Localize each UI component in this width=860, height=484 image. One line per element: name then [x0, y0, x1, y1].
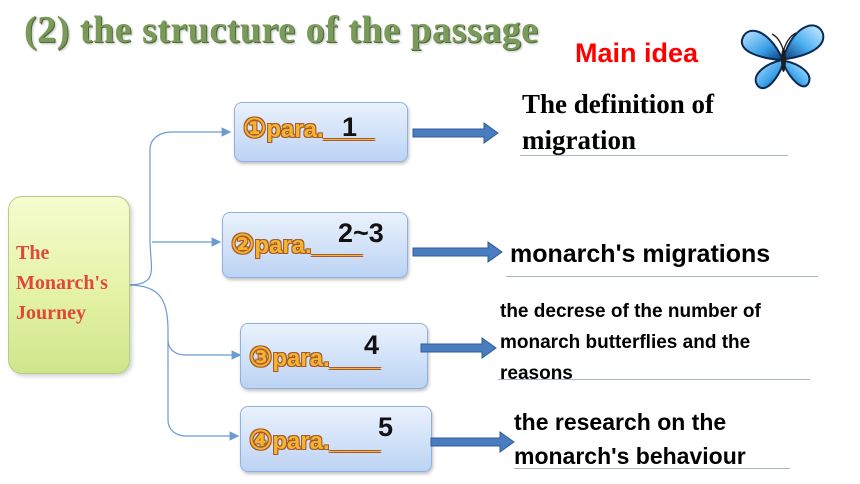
- main-idea-line: the decrese of the number of: [500, 301, 761, 322]
- root-label-line: Monarch's: [16, 272, 108, 294]
- root-node: [8, 196, 130, 374]
- underline-1: [520, 155, 788, 156]
- main-idea-line: monarch butterflies and the: [500, 332, 751, 353]
- para-number-3: 4: [364, 330, 380, 360]
- para-label: ①para.____: [243, 113, 374, 144]
- root-label-line: Journey: [16, 302, 86, 324]
- main-idea-line: monarch's behaviour: [514, 443, 746, 469]
- main-idea-3: the decrese of the number of monarch but…: [500, 296, 761, 389]
- main-idea-1: The definition of migration: [522, 86, 714, 158]
- para-number-2: 2~3: [338, 218, 384, 248]
- para-label: ②para.____: [231, 229, 362, 260]
- main-idea-heading: Main idea: [575, 38, 699, 68]
- para-text: para.: [266, 116, 324, 143]
- circled-number: ②: [231, 229, 255, 259]
- page-title: (2) the structure of the passage: [24, 9, 539, 51]
- para-box-3: ③para.____: [240, 323, 428, 389]
- underline-4: [514, 468, 790, 469]
- arrow-2: [412, 241, 503, 263]
- root-label-line: The: [16, 242, 50, 264]
- answer-blank: ____: [311, 232, 362, 259]
- arrow-1: [412, 122, 499, 144]
- para-text: para.: [272, 345, 330, 372]
- main-idea-line: reasons: [500, 363, 573, 384]
- answer-blank: ____: [323, 116, 374, 143]
- para-text: para.: [254, 232, 312, 259]
- para-label: ③para.____: [249, 342, 380, 373]
- circled-number: ③: [249, 342, 273, 372]
- para-number-1: 1: [342, 112, 358, 142]
- butterfly-icon: [740, 24, 825, 89]
- answer-blank: ____: [329, 345, 380, 372]
- circled-number: ①: [243, 113, 267, 143]
- main-idea-line: migration: [522, 125, 636, 155]
- arrow-3: [420, 337, 497, 359]
- circled-number: ④: [249, 425, 273, 455]
- para-number-4: 5: [378, 412, 394, 442]
- main-idea-line: The definition of: [522, 89, 715, 119]
- main-idea-line: monarch's migrations: [510, 240, 771, 268]
- root-label: The Monarch's Journey: [16, 238, 141, 328]
- para-text: para.: [272, 428, 330, 455]
- underline-3: [498, 379, 810, 380]
- underline-2: [506, 276, 818, 277]
- para-box-2: ②para.____: [222, 212, 408, 278]
- main-idea-line: the research on the: [514, 409, 727, 435]
- para-label: ④para.____: [249, 425, 380, 456]
- main-idea-2: monarch's migrations: [510, 238, 770, 270]
- para-box-1: ①para.____: [234, 102, 408, 162]
- answer-blank: ____: [329, 428, 380, 455]
- para-box-4: ④para.____: [240, 406, 432, 472]
- arrow-4: [430, 431, 515, 453]
- main-idea-4: the research on the monarch's behaviour: [514, 405, 746, 473]
